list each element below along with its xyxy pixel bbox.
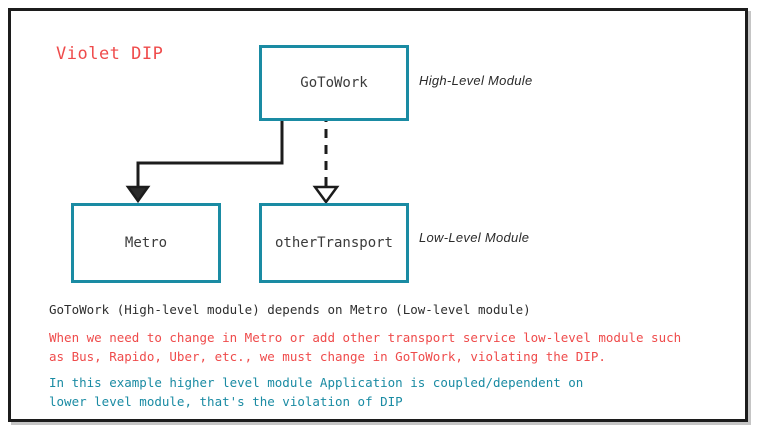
module-label-metro: Metro	[124, 235, 168, 251]
page-title: Violet DIP	[56, 44, 164, 64]
caption-summary: In this example higher level module Appl…	[49, 373, 583, 411]
hollow-triangle-arrowhead	[312, 185, 340, 205]
caption-violation: When we need to change in Metro or add o…	[49, 328, 681, 366]
caption-summary-line-1: In this example higher level module Appl…	[49, 375, 584, 390]
caption-dependency: GoToWork (High-level module) depends on …	[49, 302, 531, 317]
annotation-low-level-module: Low-Level Module	[419, 230, 530, 245]
module-label-gotowork: GoToWork	[300, 75, 368, 91]
diagram-frame: Violet DIP GoToWork Metro otherTransport…	[8, 8, 748, 422]
module-box-othertransport[interactable]: otherTransport	[259, 203, 409, 283]
filled-triangle-arrowhead	[125, 185, 151, 204]
module-box-gotowork[interactable]: GoToWork	[259, 45, 409, 121]
connector-gotowork-to-metro	[125, 113, 284, 204]
caption-violation-line-2: as Bus, Rapido, Uber, etc., we must chan…	[49, 349, 606, 364]
connector-gotowork-to-othertransport	[312, 113, 340, 205]
module-box-metro[interactable]: Metro	[71, 203, 221, 283]
module-label-othertransport: otherTransport	[274, 235, 393, 251]
annotation-high-level-module: High-Level Module	[419, 73, 533, 88]
caption-violation-line-1: When we need to change in Metro or add o…	[49, 330, 682, 345]
caption-summary-line-2: lower level module, that's the violation…	[49, 394, 403, 409]
